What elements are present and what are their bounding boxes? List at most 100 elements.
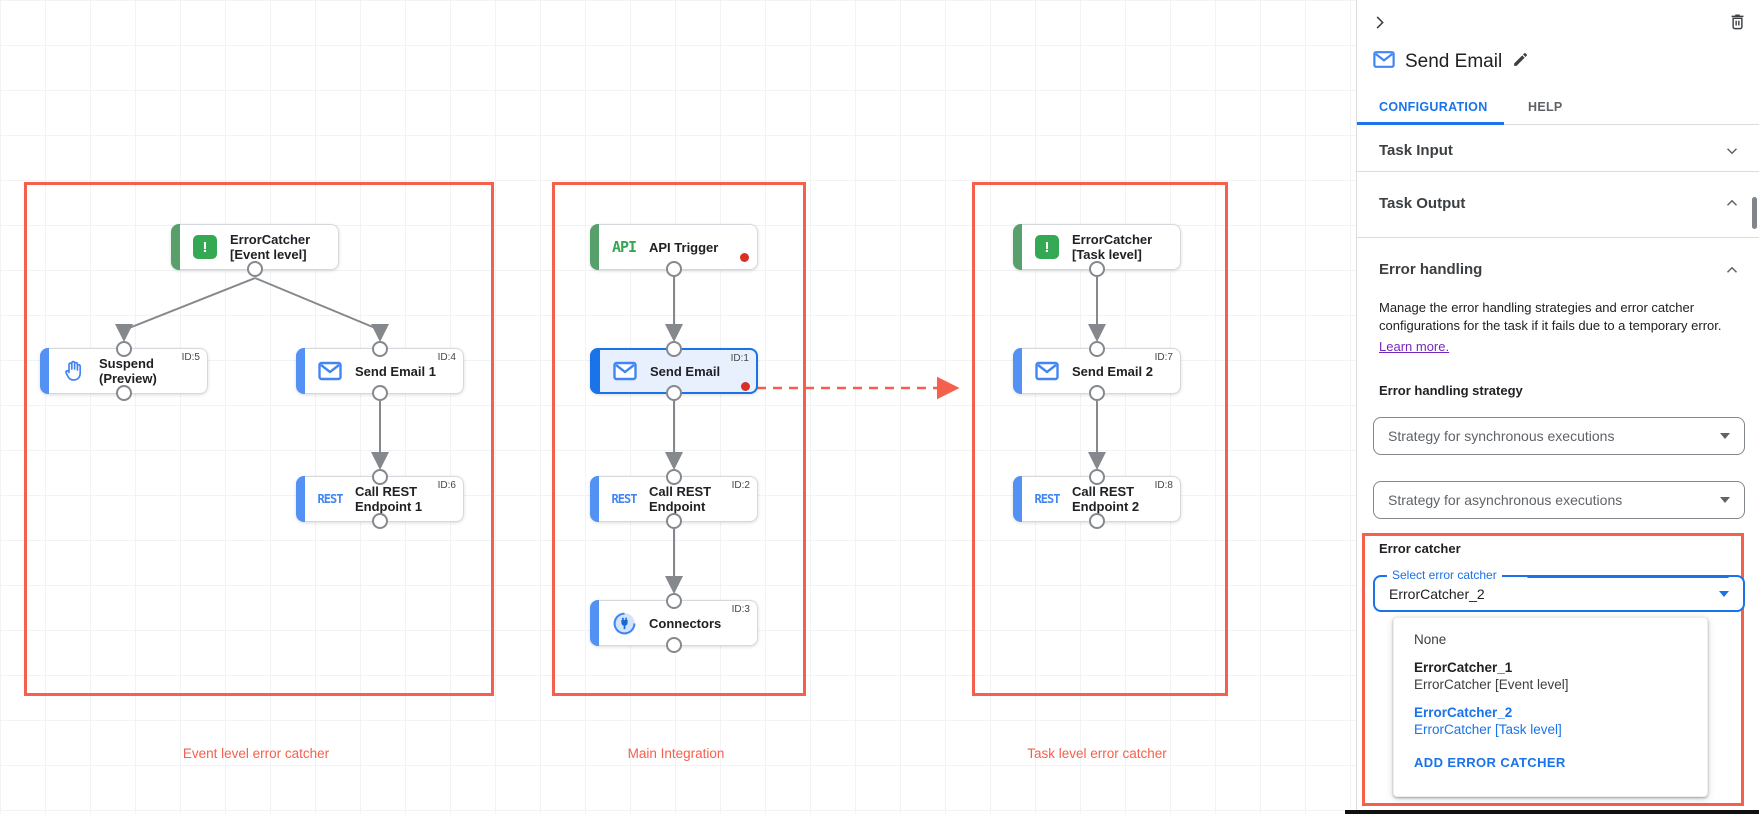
node-subtitle: Endpoint 1 (355, 499, 423, 514)
trash-icon[interactable] (1725, 9, 1749, 33)
node-call-rest-endpoint[interactable]: REST Call REST Endpoint ID:2 (590, 469, 758, 529)
node-title: Suspend (99, 356, 154, 371)
panel-scrollbar[interactable] (1752, 197, 1757, 229)
bottom-edge-bar (1345, 810, 1759, 814)
node-accent-bar (40, 348, 49, 394)
node-errorcatcher-event-level[interactable]: ! ErrorCatcher [Event level] (171, 224, 339, 277)
error-catcher-menu: None ErrorCatcher_1 ErrorCatcher [Event … (1393, 617, 1708, 797)
connector-port (666, 469, 682, 485)
node-suspend[interactable]: Suspend (Preview) ID:5 (40, 341, 208, 401)
connector-port (1089, 385, 1105, 401)
group-label-event-level: Event level error catcher (182, 746, 330, 761)
node-title: Call REST (649, 484, 712, 499)
strategy-label: Error handling strategy (1379, 383, 1523, 398)
node-accent-bar (1013, 224, 1022, 270)
connector-port (666, 261, 682, 277)
group-label-main-integration: Main Integration (627, 746, 725, 761)
node-title: Send Email 2 (1072, 363, 1153, 379)
task-config-panel: Send Email CONFIGURATION HELP Task Input… (1356, 0, 1759, 814)
connector-port (666, 341, 682, 357)
divider (1357, 237, 1759, 238)
node-accent-bar (296, 476, 305, 522)
add-error-catcher-button[interactable]: ADD ERROR CATCHER (1414, 755, 1566, 770)
menu-option-errorcatcher-1[interactable]: ErrorCatcher_1 ErrorCatcher [Event level… (1414, 660, 1569, 692)
api-icon: API (611, 238, 637, 256)
task-level-group-box (972, 182, 1228, 696)
chevron-up-icon (1726, 266, 1738, 273)
node-errorcatcher-task-level[interactable]: ! ErrorCatcher [Task level] (1013, 224, 1181, 277)
node-call-rest-endpoint-2[interactable]: REST Call REST Endpoint 2 ID:8 (1013, 469, 1181, 529)
node-send-email-1[interactable]: Send Email 1 ID:4 (296, 341, 464, 401)
menu-option-errorcatcher-2[interactable]: ErrorCatcher_2 ErrorCatcher [Task level] (1414, 705, 1562, 737)
node-title: API Trigger (649, 239, 719, 255)
section-task-input[interactable]: Task Input (1357, 130, 1759, 171)
selected-error-catcher-value: ErrorCatcher_2 (1389, 585, 1485, 602)
node-subtitle: [Task level] (1072, 247, 1142, 262)
connector-port (1089, 261, 1105, 277)
node-call-rest-endpoint-1[interactable]: REST Call REST Endpoint 1 ID:6 (296, 469, 464, 529)
collapse-panel-button[interactable] (1367, 10, 1391, 34)
node-send-email-2[interactable]: Send Email 2 ID:7 (1013, 341, 1181, 401)
envelope-icon (314, 361, 346, 381)
connector-port (1089, 469, 1105, 485)
node-accent-bar (590, 476, 599, 522)
dropdown-caret-icon (1720, 433, 1730, 439)
tab-configuration[interactable]: CONFIGURATION (1357, 88, 1504, 125)
node-id: ID:3 (731, 604, 750, 615)
hand-icon (58, 359, 90, 383)
node-id: ID:1 (730, 353, 749, 364)
node-connectors[interactable]: Connectors ID:3 (590, 593, 758, 653)
node-title: Call REST (355, 484, 418, 499)
error-catcher-icon: ! (1031, 235, 1063, 259)
task-type-envelope-icon (1373, 50, 1395, 74)
floating-label-line (1527, 575, 1729, 578)
node-send-email-selected[interactable]: Send Email ID:1 (590, 341, 758, 401)
connector-port (1089, 513, 1105, 529)
connector-port (372, 341, 388, 357)
node-title: Send Email (650, 363, 721, 379)
node-id: ID:8 (1154, 480, 1173, 491)
menu-option-none[interactable]: None (1414, 632, 1447, 647)
error-indicator-dot (741, 382, 750, 391)
learn-more-link[interactable]: Learn more. (1379, 339, 1450, 354)
connector-port (247, 261, 263, 277)
node-accent-bar (1013, 348, 1022, 394)
chevron-up-icon (1726, 199, 1738, 206)
connector-port (666, 385, 682, 401)
group-label-task-level: Task level error catcher (1027, 746, 1167, 761)
connector-port (1089, 341, 1105, 357)
connectors-icon (608, 611, 640, 636)
pencil-icon[interactable] (1512, 51, 1529, 73)
connector-port (116, 385, 132, 401)
node-title: ErrorCatcher (230, 232, 311, 247)
node-accent-bar (171, 224, 180, 270)
envelope-icon (609, 361, 641, 381)
node-subtitle: Endpoint (649, 499, 706, 514)
select-floating-label: Select error catcher (1387, 568, 1502, 582)
node-id: ID:7 (1154, 352, 1173, 363)
node-accent-bar (1013, 476, 1022, 522)
sync-strategy-dropdown[interactable]: Strategy for synchronous executions (1373, 417, 1745, 455)
node-accent-bar (590, 600, 599, 646)
node-subtitle: [Event level] (230, 247, 307, 262)
integration-canvas[interactable]: Event level error catcher Main Integrati… (0, 0, 1356, 814)
connector-port (372, 513, 388, 529)
section-error-handling[interactable]: Error handling (1357, 249, 1759, 290)
panel-title: Send Email (1405, 51, 1503, 72)
node-id: ID:5 (181, 352, 200, 363)
connector-port (666, 637, 682, 653)
connector-port (116, 341, 132, 357)
tab-help[interactable]: HELP (1528, 100, 1563, 114)
connector-port (372, 385, 388, 401)
node-title: ErrorCatcher (1072, 232, 1153, 247)
node-api-trigger[interactable]: API API Trigger (590, 224, 758, 277)
async-strategy-dropdown[interactable]: Strategy for asynchronous executions (1373, 481, 1745, 519)
select-error-catcher-dropdown[interactable]: Select error catcher ErrorCatcher_2 (1373, 568, 1745, 612)
node-id: ID:4 (437, 352, 456, 363)
node-id: ID:2 (731, 480, 750, 491)
rest-icon: REST (611, 492, 638, 506)
section-task-output[interactable]: Task Output (1357, 180, 1759, 226)
panel-tabs: CONFIGURATION HELP (1357, 88, 1759, 125)
node-title: Send Email 1 (355, 363, 436, 379)
error-catcher-label: Error catcher (1379, 541, 1461, 556)
